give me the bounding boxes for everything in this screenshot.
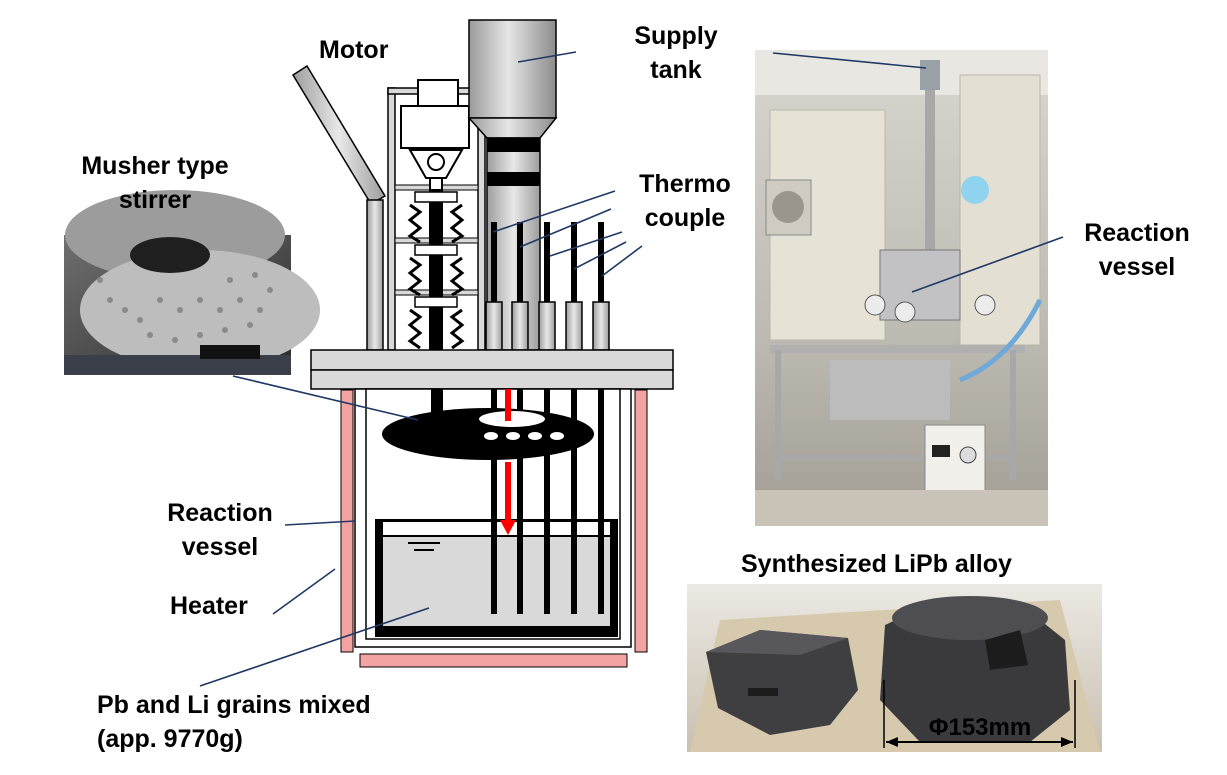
apparatus-photo [755, 50, 1048, 526]
reaction-vessel-right-label: Reaction vessel [1065, 216, 1209, 284]
leader-lines [199, 51, 1064, 687]
pb-li-label-line1: Pb and Li grains mixed [97, 691, 371, 719]
reaction-vessel-right-label-line1: Reaction [1084, 219, 1190, 247]
supply-tank-label-line2: tank [650, 56, 702, 84]
inlet-pipe [291, 64, 387, 351]
motor-label: Motor [319, 36, 389, 64]
pb-li-label-line2: (app. 9770g) [97, 725, 243, 753]
thermocouple-label-line2: couple [644, 204, 726, 232]
alloy-photo [687, 584, 1102, 752]
thermocouple-label-line1: Thermo [639, 170, 731, 198]
pb-li-label: Pb and Li grains mixed (app. 9770g) [97, 688, 371, 756]
heater-label: Heater [170, 592, 248, 620]
stirrer-disk [382, 408, 594, 460]
diameter-label: Φ153mm [928, 714, 1032, 741]
reaction-vessel-left-label-line2: vessel [181, 533, 259, 561]
top-flange [310, 349, 674, 390]
thermocouple-label: Thermo couple [623, 167, 747, 235]
reaction-vessel-left-label: Reaction vessel [150, 496, 290, 564]
reaction-vessel-left-label-line1: Reaction [167, 499, 273, 527]
motor [400, 79, 470, 191]
supply-tank-label: Supply tank [616, 19, 736, 87]
stirrer-shaft [407, 190, 465, 350]
musher-stirrer-label-line1: Musher type [81, 152, 229, 180]
musher-stirrer-label-line2: stirrer [118, 186, 192, 214]
flow-arrow [500, 389, 516, 535]
musher-stirrer-photo [64, 190, 320, 375]
synthesized-alloy-label: Synthesized LiPb alloy [741, 550, 1012, 578]
immersed-rods [431, 389, 604, 614]
reaction-vessel-right-label-line2: vessel [1098, 253, 1176, 281]
musher-stirrer-label: Musher type stirrer [55, 149, 255, 217]
thermocouple-sleeves [485, 222, 610, 351]
supply-tank-label-line1: Supply [634, 22, 718, 50]
